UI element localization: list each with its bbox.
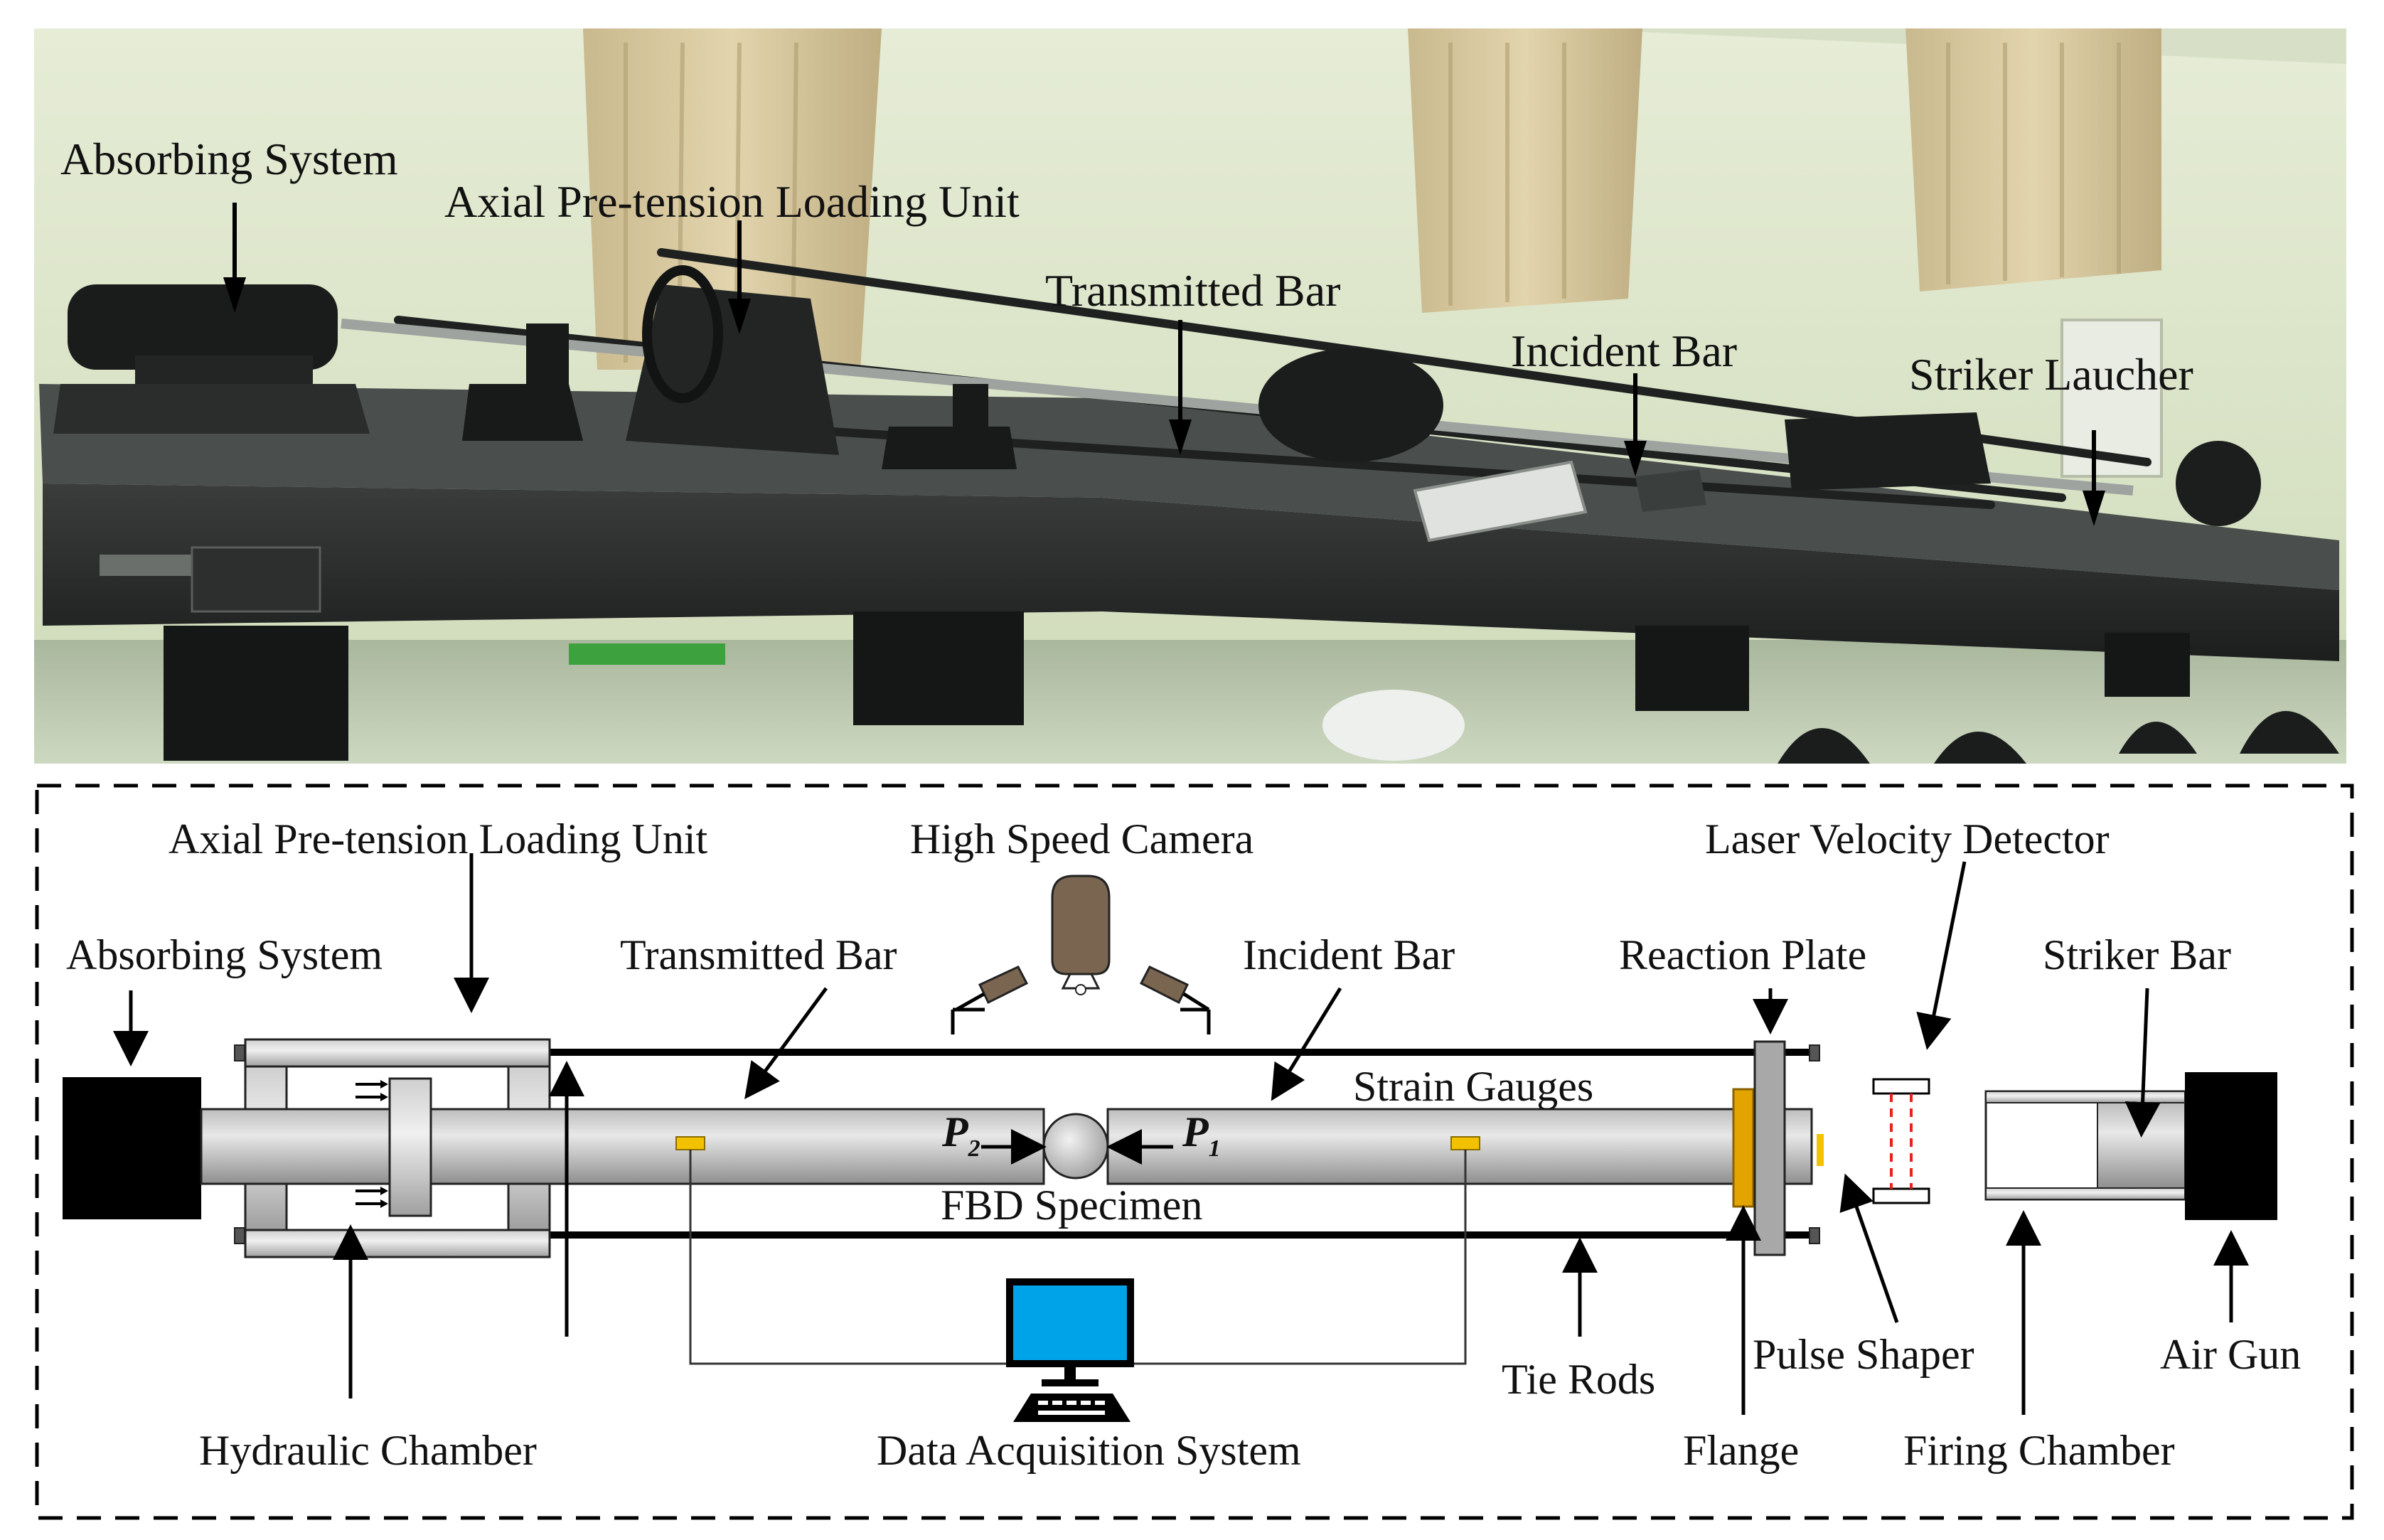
schematic-arrows <box>113 853 2249 1415</box>
striker-bar <box>2097 1102 2186 1189</box>
photo-labels: Absorbing System Axial Pre-tension Loadi… <box>60 134 2193 400</box>
label-pulse-shaper: Pulse Shaper <box>1753 1331 1974 1378</box>
label-striker-bar: Striker Bar <box>2043 931 2231 978</box>
photo-label-absorbing-system: Absorbing System <box>60 134 398 184</box>
strain-gauge-right <box>1450 1136 1480 1150</box>
photo-label-axial-unit: Axial Pre-tension Loading Unit <box>444 176 1020 227</box>
label-strain-gauges: Strain Gauges <box>1353 1063 1593 1110</box>
reaction-plate <box>1753 1040 1786 1256</box>
label-axial-unit: Axial Pre-tension Loading Unit <box>169 816 708 862</box>
bar-apparatus <box>53 248 2339 764</box>
label-transmitted-bar: Transmitted Bar <box>620 931 897 978</box>
label-fbd-specimen: FBD Specimen <box>941 1182 1202 1229</box>
label-flange: Flange <box>1683 1427 1799 1474</box>
label-incident-bar: Incident Bar <box>1243 931 1455 978</box>
firing-chamber <box>1984 1090 2186 1201</box>
photo-label-striker-launcher: Striker Laucher <box>1909 349 2193 400</box>
hydraulic-pressure-arrows <box>356 1080 388 1208</box>
strain-gauge-left <box>675 1136 705 1150</box>
computer-icon <box>1006 1278 1134 1422</box>
label-reaction-plate: Reaction Plate <box>1619 931 1866 978</box>
main-bar-left <box>200 1108 1045 1185</box>
flange <box>1732 1088 1755 1208</box>
schematic-labels: Axial Pre-tension Loading Unit High Spee… <box>66 816 2301 1474</box>
schematic-border <box>35 784 2354 1520</box>
fbd-specimen <box>1042 1113 1109 1180</box>
label-p1: P1 <box>1182 1108 1221 1162</box>
air-gun-block <box>2185 1072 2277 1220</box>
absorbing-system-block <box>63 1077 201 1219</box>
label-data-acquisition: Data Acquisition System <box>877 1427 1301 1474</box>
label-tie-rods: Tie Rods <box>1502 1356 1655 1403</box>
label-firing-chamber: Firing Chamber <box>1903 1427 2175 1474</box>
daq-wire-left <box>689 1150 1035 1365</box>
photo-label-incident-bar: Incident Bar <box>1511 326 1737 376</box>
photo-arrows <box>223 203 2105 526</box>
daq-wire-right <box>1113 1150 1467 1365</box>
lighting-left <box>951 966 1029 1034</box>
axial-loading-unit <box>244 1038 551 1258</box>
high-speed-camera <box>1051 875 1111 995</box>
main-bar-right <box>1106 1108 1813 1185</box>
hydraulic-piston <box>388 1077 432 1217</box>
label-absorbing-system: Absorbing System <box>66 931 383 978</box>
optical-tables <box>39 384 2339 761</box>
label-high-speed-camera: High Speed Camera <box>910 816 1254 862</box>
label-p2: P2 <box>941 1108 980 1162</box>
tie-rod-nuts <box>234 1044 1820 1244</box>
photo-label-transmitted-bar: Transmitted Bar <box>1045 265 1340 316</box>
lighting-right <box>1139 966 1211 1034</box>
laser-velocity-detector <box>1872 1078 1930 1204</box>
label-air-gun: Air Gun <box>2160 1331 2301 1378</box>
label-hydraulic-chamber: Hydraulic Chamber <box>199 1427 537 1474</box>
pulse-shaper <box>1817 1134 1824 1166</box>
label-laser-velocity-detector: Laser Velocity Detector <box>1705 816 2110 862</box>
tie-rods <box>242 1049 1810 1239</box>
lab-photo: Absorbing System Axial Pre-tension Loadi… <box>34 28 2346 764</box>
